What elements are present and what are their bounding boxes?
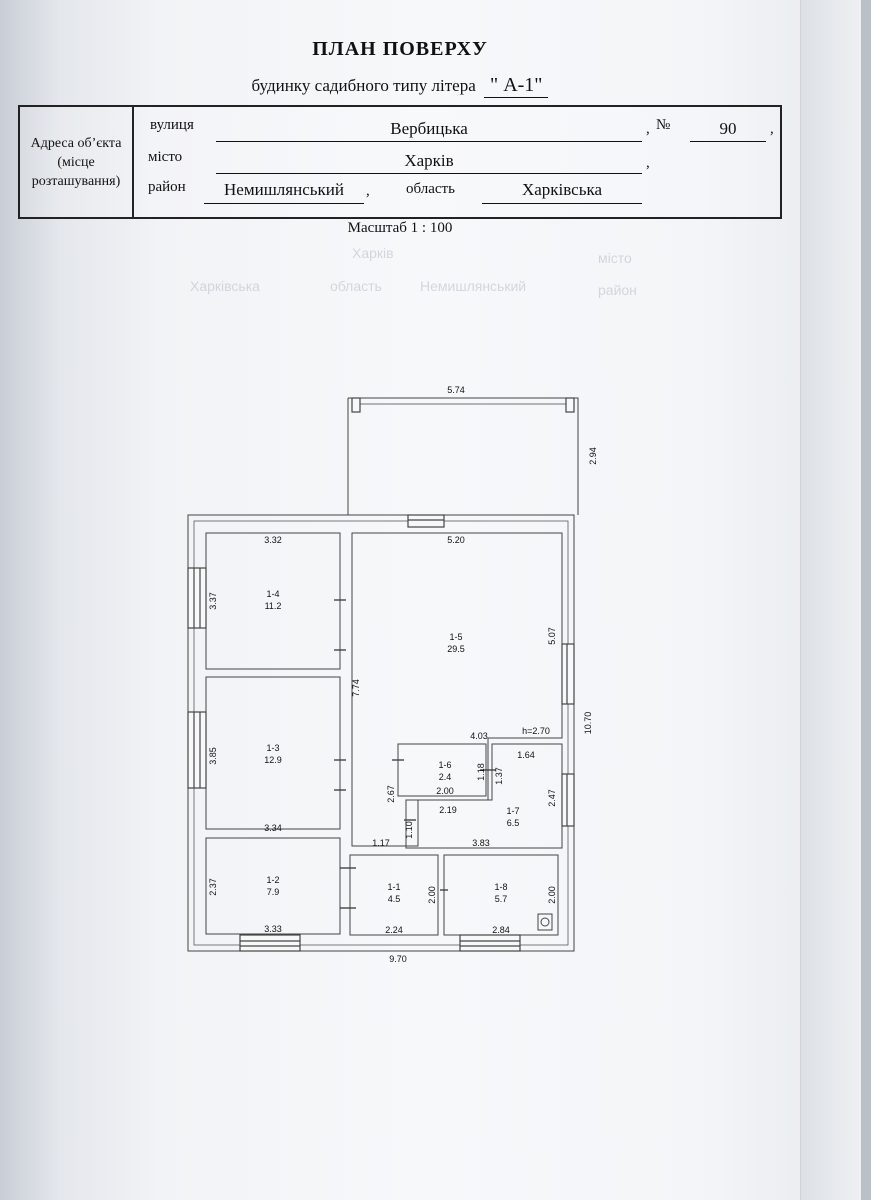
room-area: 7.9 [267,887,280,897]
document-subtitle: будинку садибного типу літера " А-1" [0,74,800,98]
boiler-icon [537,913,553,931]
bleed-text: район [598,282,637,298]
dim-label: 2.24 [385,925,403,935]
dim-label: 2.19 [439,805,457,815]
dim-label: 5.74 [447,385,465,395]
dim-label: 9.70 [389,954,407,964]
room-id: 1-3 [266,743,279,753]
room-id: 1-7 [506,806,519,816]
room-area: 6.5 [507,818,520,828]
dim-label: 1.10 [404,821,414,839]
district-line [204,203,364,204]
dim-label: 7.74 [351,679,361,697]
room-area: 2.4 [439,772,452,782]
room-area: 5.7 [495,894,508,904]
dim-label: 1.17 [372,838,390,848]
city-label: місто [148,149,183,165]
room-area: 11.2 [265,601,282,611]
region-line [482,203,642,204]
dim-label: 2.67 [386,785,396,803]
number-line [690,141,766,142]
dim-label: 2.84 [492,925,510,935]
district-label: район [148,179,186,195]
number-value: 90 [719,119,737,138]
bleed-text: Немишлянський [420,278,527,294]
dim-label: 3.37 [208,592,218,610]
scale-label: Масштаб 1 : 100 [347,220,453,236]
room-area: 12.9 [264,755,282,765]
room-area: 29.5 [447,644,465,654]
dim-label: 2.00 [547,886,557,904]
district-value: Немишлянський [224,180,344,199]
dim-label: 10.70 [583,712,593,735]
street-label: вулиця [150,117,194,133]
address-label: Адреса об’єкта (місце розташування) [20,107,134,217]
dim-label: 3.33 [264,924,282,934]
dim-label: 3.32 [264,535,282,545]
dim-label: 2.47 [547,789,557,807]
dim-label: 3.85 [208,747,218,765]
room-area: 4.5 [388,894,401,904]
bleed-text: Харківська [190,278,260,294]
room-id: 1-8 [494,882,507,892]
document-title: ПЛАН ПОВЕРХУ [312,38,488,60]
comma: , [646,121,650,137]
address-table: Адреса об’єкта (місце розташування) вули… [18,105,782,219]
dim-label: h=2.70 [522,726,550,736]
dim-label: 5.07 [547,627,557,645]
bleed-text: область [330,278,382,294]
room-id: 1-4 [266,589,279,599]
room-id: 1-5 [449,632,462,642]
city-value: Харків [404,151,454,170]
dim-label: 1.37 [494,767,504,785]
region-label: область [406,181,455,197]
dim-label: 2.37 [208,878,218,896]
room-id: 1-2 [266,875,279,885]
litera-value: " А-1" [484,74,549,98]
bleed-text: Харків [352,245,394,261]
room-id: 1-6 [438,760,451,770]
city-line [216,173,642,174]
region-value: Харківська [521,180,603,199]
comma: , [646,155,650,171]
street-value: Вербицька [390,119,468,138]
dim-label: 2.94 [588,447,598,465]
comma: , [366,183,370,199]
dim-label: 5.20 [447,535,465,545]
dim-label: 3.83 [472,838,490,848]
subtitle-text: будинку садибного типу літера [251,76,476,95]
comma: , [770,121,774,137]
page-edge-strip [800,0,861,1200]
number-label: № [656,117,671,133]
dim-label: 1.64 [517,750,535,760]
dim-label: 2.00 [427,886,437,904]
dim-label: 2.00 [436,786,454,796]
dim-label: 1.18 [476,763,486,781]
dim-label: 3.34 [264,823,282,833]
bleed-text: місто [598,250,632,266]
dim-label: 4.03 [470,731,488,741]
room-id: 1-1 [387,882,400,892]
street-line [216,141,642,142]
